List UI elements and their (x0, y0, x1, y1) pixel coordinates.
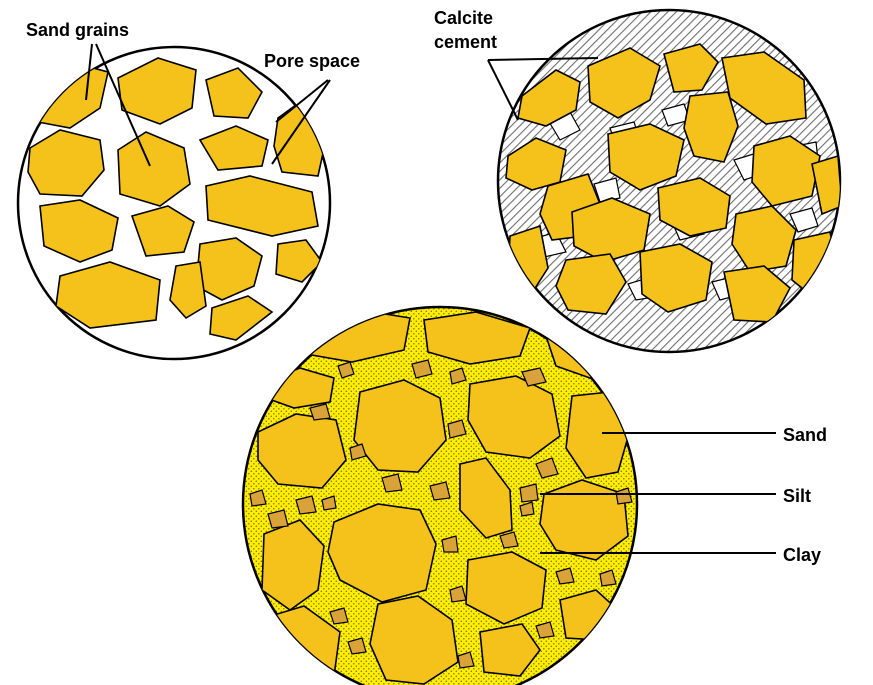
label-sand: Sand (783, 425, 827, 445)
label-clay: Clay (783, 545, 821, 565)
label-silt: Silt (783, 486, 811, 506)
sand-silt-clay-circle (243, 307, 637, 685)
label-cement: cement (434, 32, 497, 52)
sandstone-porous-circle (18, 47, 330, 359)
sandstone-cemented-circle (498, 10, 842, 352)
label-pore-space: Pore space (264, 51, 360, 71)
label-sand-grains: Sand grains (26, 20, 129, 40)
label-calcite: Calcite (434, 8, 493, 28)
